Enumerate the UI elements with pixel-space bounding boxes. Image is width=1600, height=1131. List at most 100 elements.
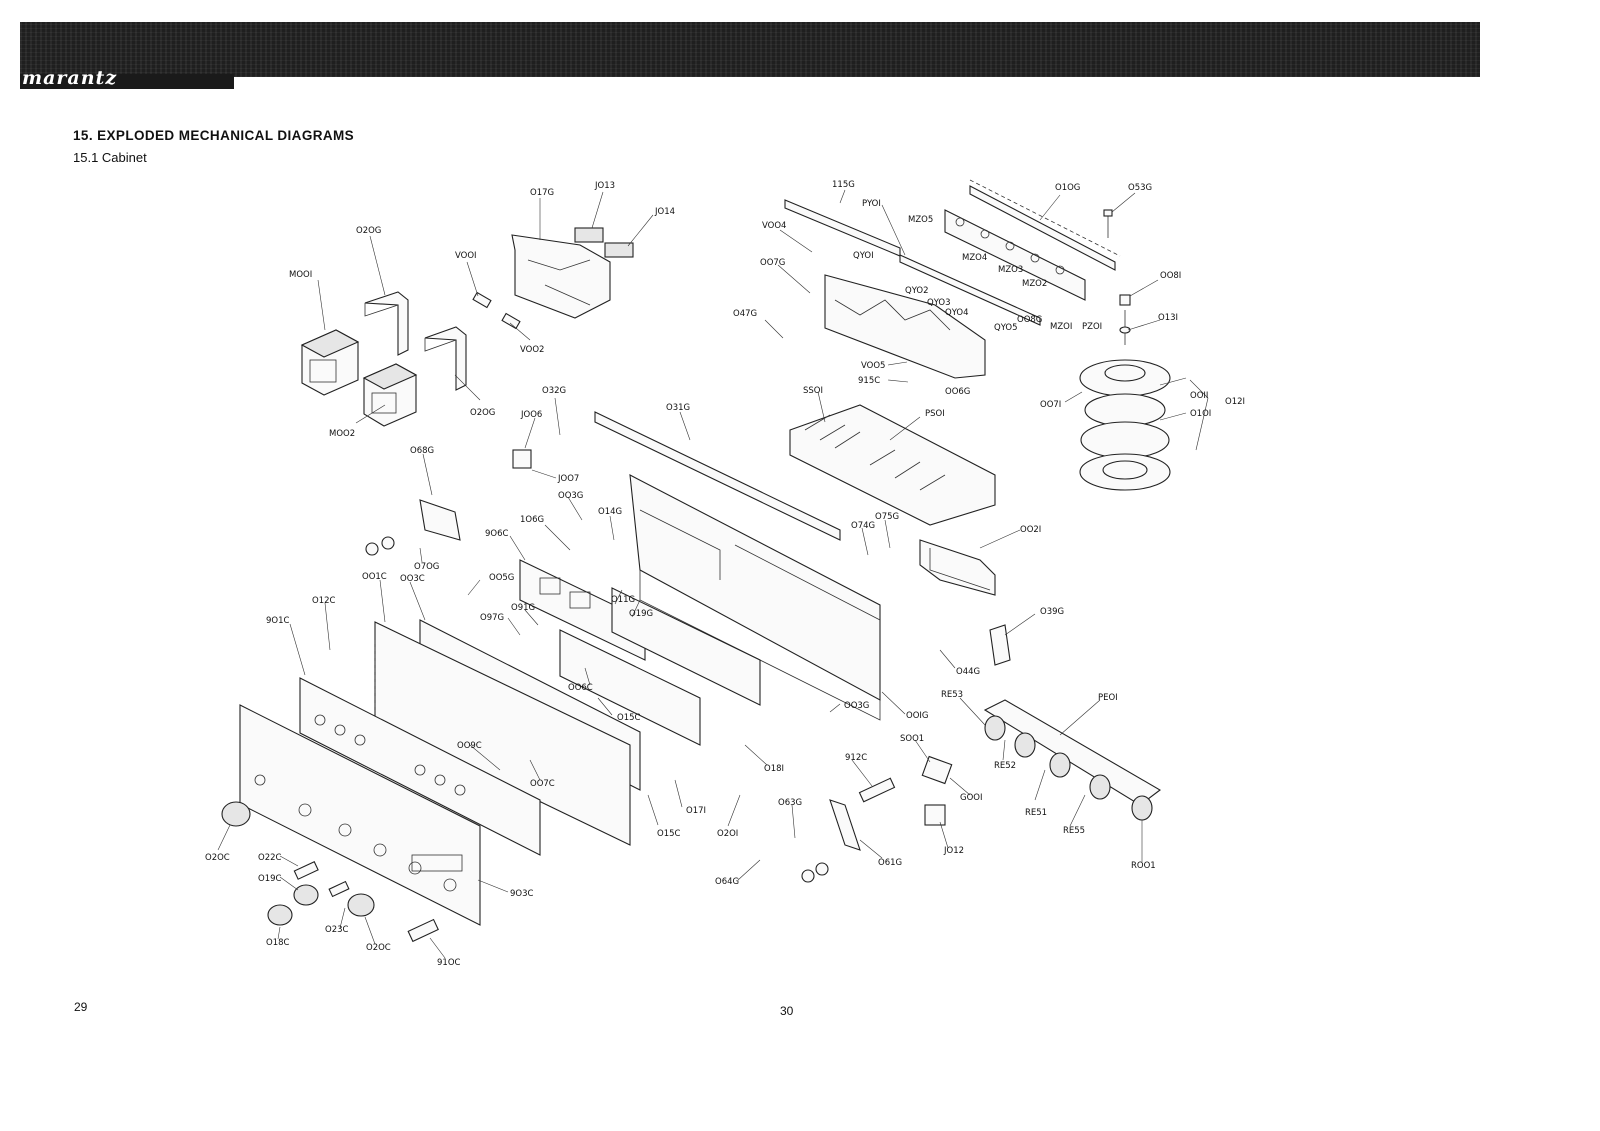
meter-bracket-020g-b xyxy=(424,326,467,391)
label-011g: O11G xyxy=(611,595,635,605)
label-j014: JO14 xyxy=(654,207,675,217)
board-ps01 xyxy=(789,404,996,526)
label-v002: VOO2 xyxy=(520,345,544,355)
label-010g: O1OG xyxy=(1055,183,1080,193)
label-re53: RE53 xyxy=(941,690,963,700)
label-j013: JO13 xyxy=(594,181,615,191)
section-subtitle: 15.1 Cabinet xyxy=(73,150,147,165)
label-070g: O7OG xyxy=(414,562,439,572)
label-008i: OO8I xyxy=(1160,271,1181,281)
label-019g: O19G xyxy=(629,609,653,619)
label-017g: O17G xyxy=(530,188,554,198)
fuse-v002 xyxy=(501,312,521,330)
bracket-017g xyxy=(511,227,634,319)
label-020c-a: O2OC xyxy=(205,853,230,863)
label-pe01: PEOI xyxy=(1098,693,1118,703)
label-901c: 9O1C xyxy=(266,616,290,626)
label-r001: ROO1 xyxy=(1131,861,1156,871)
label-903c: 9O3C xyxy=(510,889,534,899)
label-006c: OO6C xyxy=(568,683,593,693)
page-number-left: 29 xyxy=(74,1000,88,1014)
board-pe01 xyxy=(983,699,1161,821)
label-qy04: QYO4 xyxy=(945,308,969,318)
label-019c: O19C xyxy=(258,874,282,884)
label-003g-a: OO3G xyxy=(558,491,583,501)
board-pz01 xyxy=(944,209,1086,301)
label-qy02: QYO2 xyxy=(905,286,929,296)
meter-m002 xyxy=(362,363,418,427)
label-010i: O1OI xyxy=(1190,409,1211,419)
brand-logo: marantz xyxy=(20,68,234,89)
label-012c: O12C xyxy=(312,596,336,606)
label-915c: 915C xyxy=(858,376,880,386)
knobs-front xyxy=(221,801,439,943)
label-020g-b: O2OG xyxy=(470,408,495,418)
label-047g: O47G xyxy=(733,309,757,319)
strip-115g xyxy=(784,199,901,257)
rear-panel-bracket-002i xyxy=(919,539,996,596)
label-m001: MOOI xyxy=(289,270,312,280)
label-018i: O18I xyxy=(764,764,784,774)
label-115g: 115G xyxy=(832,180,855,190)
label-mz02: MZO2 xyxy=(1022,279,1047,289)
label-061g: O61G xyxy=(878,858,902,868)
label-007g: OO7G xyxy=(760,258,785,268)
label-003c: OO3C xyxy=(400,574,425,584)
label-023c: O23C xyxy=(325,925,349,935)
label-re52: RE52 xyxy=(994,761,1016,771)
brand-logo-text: marantz xyxy=(22,67,118,89)
label-015c-b: O15C xyxy=(657,829,681,839)
label-qy05: QYO5 xyxy=(994,323,1018,333)
label-ss01: SSOI xyxy=(803,386,823,396)
label-091g: O91G xyxy=(511,603,535,613)
label-v001: VOOI xyxy=(455,251,477,261)
label-906c: 9O6C xyxy=(485,529,509,539)
screw-053g xyxy=(1103,209,1113,238)
label-pz01: PZOI xyxy=(1082,322,1102,332)
label-017i: O17I xyxy=(686,806,706,816)
label-v005: VOO5 xyxy=(861,361,885,371)
label-009c: OO9C xyxy=(457,741,482,751)
label-015c-a: O15C xyxy=(617,713,641,723)
label-001i: OOII xyxy=(1190,391,1208,401)
label-031g: O31G xyxy=(666,403,690,413)
label-053g: O53G xyxy=(1128,183,1152,193)
label-v004: VOO4 xyxy=(762,221,786,231)
label-006g: OO6G xyxy=(945,387,970,397)
strip-010g xyxy=(969,179,1121,271)
label-044g: O44G xyxy=(956,667,980,677)
label-012i: O12I xyxy=(1225,397,1245,407)
meter-bracket-020g-a xyxy=(364,291,409,356)
label-063g: O63G xyxy=(778,798,802,808)
label-002i: OO2I xyxy=(1020,525,1041,535)
label-007c: OO7C xyxy=(530,779,555,789)
label-001g: OOIG xyxy=(906,711,928,721)
label-018c: O18C xyxy=(266,938,290,948)
label-912c: 912C xyxy=(845,753,867,763)
meter-m001 xyxy=(300,329,360,396)
bracket-061g xyxy=(829,799,946,851)
label-qy03: QYO3 xyxy=(927,298,951,308)
label-j012: JO12 xyxy=(943,846,964,856)
label-007i: OO7I xyxy=(1040,400,1061,410)
label-032g: O32G xyxy=(542,386,566,396)
page-number-right: 30 xyxy=(780,1004,794,1018)
label-j007: JOO7 xyxy=(557,474,579,484)
header-band xyxy=(20,22,1480,77)
window-906c xyxy=(519,559,646,661)
label-014g: O14G xyxy=(598,507,622,517)
label-m002: MOO2 xyxy=(329,429,355,439)
label-068g: O68G xyxy=(410,446,434,456)
label-py01: PYOI xyxy=(862,199,881,209)
washers-070g xyxy=(365,536,395,556)
label-013i: O13I xyxy=(1158,313,1178,323)
label-j006: JOO6 xyxy=(520,410,542,420)
label-020c-b: O2OC xyxy=(366,943,391,953)
reel-assembly xyxy=(1079,294,1171,491)
label-064g: O64G xyxy=(715,877,739,887)
label-mz04: MZO4 xyxy=(962,253,987,263)
label-005g: OO5G xyxy=(489,573,514,583)
label-910c: 91OC xyxy=(437,958,461,968)
label-039g: O39G xyxy=(1040,607,1064,617)
